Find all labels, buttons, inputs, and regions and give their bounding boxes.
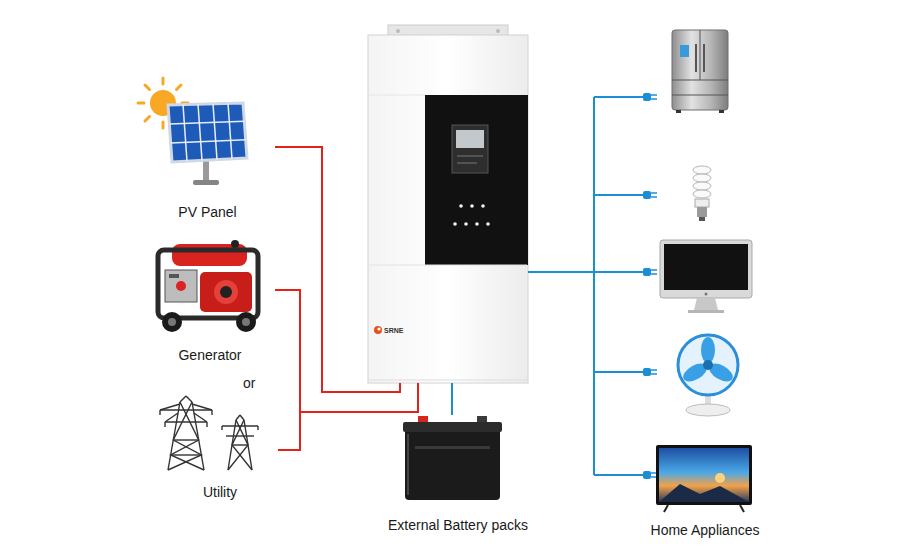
pv-panel: PV Panel xyxy=(140,85,275,225)
utility-wire xyxy=(278,383,418,450)
generator-icon xyxy=(158,240,258,332)
utility-grid: Utility xyxy=(150,395,278,503)
fridge-icon xyxy=(672,30,728,113)
generator: Generator xyxy=(145,235,275,366)
node-caption: Utility xyxy=(203,484,237,500)
node-caption: External Battery packs xyxy=(388,517,528,533)
home-appliances: Home Appliances xyxy=(593,22,803,547)
output-wire xyxy=(528,271,593,273)
fan-icon xyxy=(678,335,738,416)
or-label: or xyxy=(241,375,257,391)
label-holder: or xyxy=(241,374,257,392)
solar-panel-icon xyxy=(168,103,247,185)
generator-wire xyxy=(275,290,418,412)
bulb-icon xyxy=(693,166,711,221)
battery-wire xyxy=(451,383,453,415)
battery-icon xyxy=(403,416,502,500)
hybrid-inverter: SRNE xyxy=(368,25,528,383)
power-pylon-icon xyxy=(160,396,258,470)
node-caption: Home Appliances xyxy=(651,522,760,538)
tv-icon xyxy=(656,445,752,512)
appliance-wiring xyxy=(594,93,657,479)
node-caption: Generator xyxy=(178,347,241,363)
pv-wire xyxy=(275,147,400,392)
inverter-housing xyxy=(368,25,528,383)
node-caption: SRNE xyxy=(384,326,403,335)
battery-pack: External Battery packs xyxy=(384,415,532,539)
monitor-icon xyxy=(660,240,752,313)
node-caption: PV Panel xyxy=(178,204,236,220)
